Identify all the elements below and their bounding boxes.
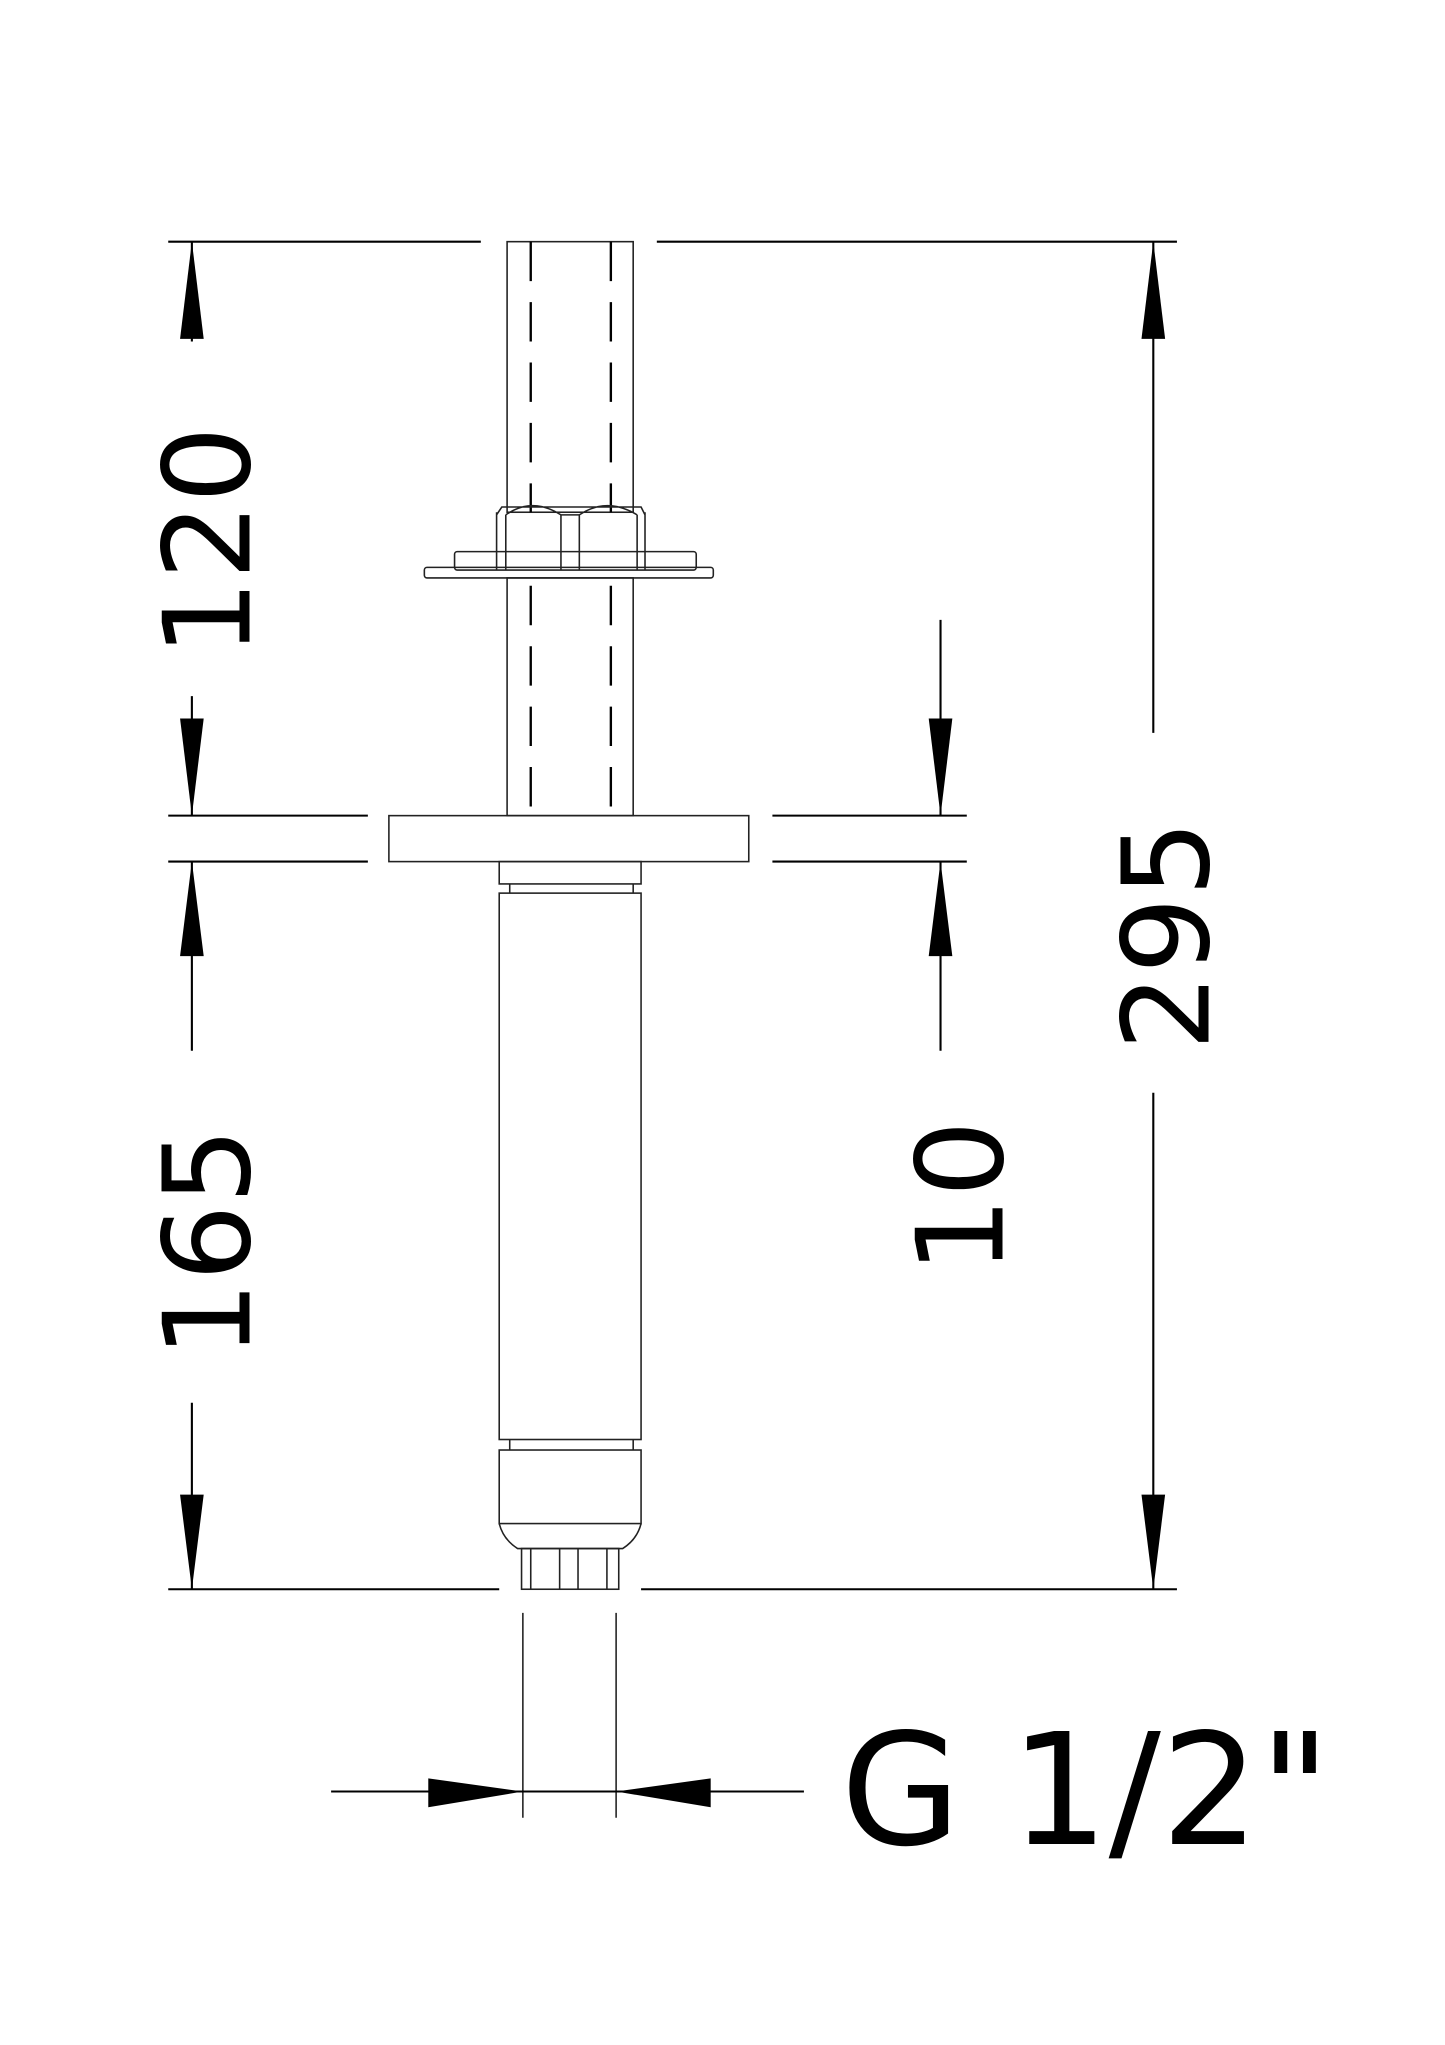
- dimension-165-label: 165: [139, 1127, 279, 1358]
- dimension-165: 165: [139, 861, 279, 1590]
- extension-lines: [168, 240, 1177, 1591]
- thread-label: G 1/2": [841, 1700, 1331, 1881]
- lower-body: [498, 860, 642, 1591]
- dimension-295: 295: [1097, 241, 1237, 1590]
- dimension-10: 10: [891, 619, 1031, 1274]
- dimension-120: 120: [139, 241, 279, 816]
- upper-pipe: [423, 240, 715, 817]
- dimension-120-label: 120: [139, 426, 279, 657]
- dimension-10-label: 10: [891, 1120, 1031, 1274]
- dimension-295-label: 295: [1097, 820, 1237, 1051]
- ceiling-flange: [388, 814, 750, 863]
- dimension-thread: G 1/2": [331, 1612, 1331, 1881]
